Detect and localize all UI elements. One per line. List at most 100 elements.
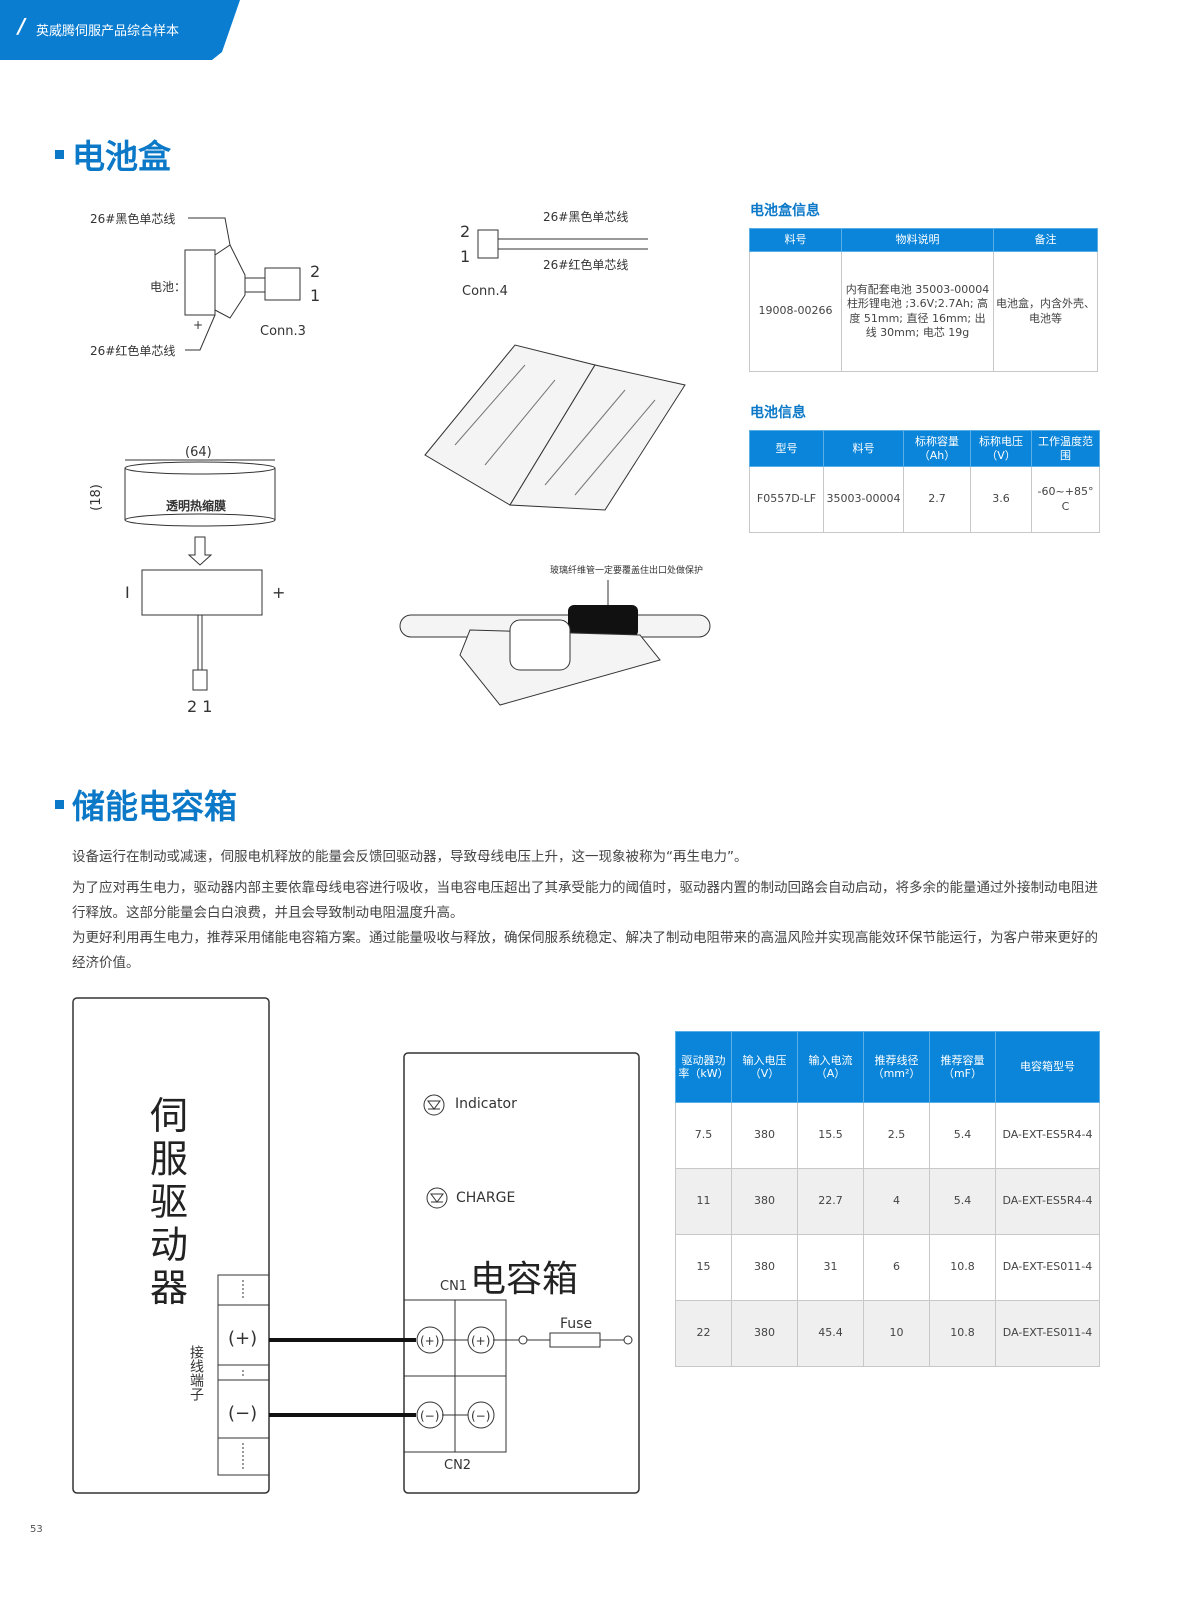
table-cell: 5.4 bbox=[929, 1102, 996, 1169]
section-title-text: 电池盒 bbox=[72, 137, 171, 176]
plus-label: + bbox=[193, 318, 204, 332]
header-title: 英威腾伺服产品综合样本 bbox=[36, 24, 180, 39]
paragraph: 为了应对再生电力，驱动器内部主要依靠母线电容进行吸收，当电容电压超出了其承受能力… bbox=[72, 880, 1098, 921]
col-header: 型号 bbox=[749, 430, 824, 467]
slash-icon: / bbox=[18, 14, 26, 38]
col-header: 料号 bbox=[823, 430, 904, 467]
col-header: 电容箱型号 bbox=[995, 1031, 1100, 1103]
dim-width-label: (64) bbox=[185, 445, 212, 460]
table-cell: 15.5 bbox=[797, 1102, 864, 1169]
col-header: 驱动器功率（kW） bbox=[675, 1031, 732, 1103]
shrink-film-diagram bbox=[124, 459, 276, 691]
pins-label: 2 1 bbox=[187, 697, 213, 716]
black-wire-label: 26#黑色单芯线 bbox=[90, 212, 176, 226]
col-header: 物料说明 bbox=[841, 228, 994, 252]
pin1-label: 1 bbox=[310, 286, 321, 305]
table-cell: 31 bbox=[797, 1234, 864, 1301]
conn4-label: Conn.4 bbox=[462, 284, 508, 299]
table-cell: DA-EXT-ES011-4 bbox=[995, 1300, 1100, 1367]
col-header: 料号 bbox=[749, 228, 842, 252]
box-info-title: 电池盒信息 bbox=[750, 203, 820, 219]
table-cell: -60~+85° C bbox=[1031, 466, 1100, 533]
shrink-film-label: 透明热缩膜 bbox=[166, 499, 227, 513]
section-title-battery-box: 电池盒 bbox=[55, 130, 171, 178]
cn2-minus-a: (−) bbox=[420, 1409, 440, 1423]
square-bullet-icon bbox=[55, 799, 64, 809]
table-cell: 15 bbox=[675, 1234, 732, 1301]
charge-label: CHARGE bbox=[456, 1190, 516, 1206]
servo-drive-label: 伺服驱动器 bbox=[150, 1094, 189, 1310]
minus-label: I bbox=[125, 583, 130, 602]
battery-label: 电池： bbox=[150, 280, 187, 294]
table-cell: 10.8 bbox=[929, 1234, 996, 1301]
fuse-label: Fuse bbox=[560, 1316, 593, 1332]
plus-terminal-label: + bbox=[272, 583, 286, 602]
col-header: 推荐容量（mF） bbox=[929, 1031, 996, 1103]
red-wire-label: 26#红色单芯线 bbox=[90, 344, 176, 358]
table-cell: 2.5 bbox=[863, 1102, 930, 1169]
table-cell: 380 bbox=[731, 1300, 798, 1367]
table-cell: 6 bbox=[863, 1234, 930, 1301]
indicator-label: Indicator bbox=[455, 1096, 517, 1112]
col-header: 推荐线径（mm²） bbox=[863, 1031, 930, 1103]
conn4-diagram bbox=[477, 229, 648, 259]
cn1-label: CN1 bbox=[440, 1279, 468, 1294]
table-cell: 19008-00266 bbox=[749, 251, 842, 372]
table-cell: 45.4 bbox=[797, 1300, 864, 1367]
pin2-label: 2 bbox=[310, 262, 321, 281]
table-cell: 11 bbox=[675, 1168, 732, 1235]
table-cell: 4 bbox=[863, 1168, 930, 1235]
table-cell: 380 bbox=[731, 1102, 798, 1169]
capacitor-box-label: 电容箱 bbox=[470, 1259, 579, 1300]
conn3-label: Conn.3 bbox=[260, 324, 306, 339]
cn2-minus-b: (−) bbox=[471, 1409, 491, 1423]
capacitor-spec-table: 驱动器功率（kW）输入电压（V）输入电流（A）推荐线径（mm²）推荐容量（mF）… bbox=[675, 1031, 1100, 1367]
table-cell: 内有配套电池 35003-00004 柱形锂电池 ;3.6V;2.7Ah; 高度… bbox=[841, 251, 994, 372]
col-header: 输入电流（A） bbox=[797, 1031, 864, 1103]
conn4-red-wire: 26#红色单芯线 bbox=[543, 258, 629, 272]
conn4-pin1: 1 bbox=[460, 247, 471, 266]
battery-info-title: 电池信息 bbox=[750, 405, 806, 421]
table-cell: 22 bbox=[675, 1300, 732, 1367]
table-cell: 35003-00004 bbox=[823, 466, 904, 533]
col-header: 标称容量（Ah） bbox=[903, 430, 971, 467]
col-header: 标称电压（V） bbox=[970, 430, 1032, 467]
drive-plus: (+) bbox=[228, 1328, 258, 1349]
col-header: 工作温度范围 bbox=[1031, 430, 1100, 467]
conn4-black-wire: 26#黑色单芯线 bbox=[543, 210, 629, 224]
table-cell: F0557D-LF bbox=[749, 466, 824, 533]
table-cell: 7.5 bbox=[675, 1102, 732, 1169]
terminal-label: 接线端子 bbox=[188, 1345, 204, 1401]
fiber-tube-note: 玻璃纤维管一定要覆盖住出口处做保护 bbox=[550, 566, 704, 576]
drive-minus: (−) bbox=[228, 1403, 258, 1424]
table-cell: 2.7 bbox=[903, 466, 971, 533]
table-cell: DA-EXT-ES5R4-4 bbox=[995, 1102, 1100, 1169]
battery-box-illustration bbox=[424, 344, 686, 511]
table-cell: 3.6 bbox=[970, 466, 1032, 533]
square-bullet-icon bbox=[55, 149, 64, 159]
table-cell: 5.4 bbox=[929, 1168, 996, 1235]
cn2-label: CN2 bbox=[444, 1458, 472, 1473]
table-cell: 22.7 bbox=[797, 1168, 864, 1235]
header-tab: / 英威腾伺服产品综合样本 bbox=[0, 0, 240, 60]
cn1-plus-a: (+) bbox=[420, 1334, 440, 1348]
col-header: 备注 bbox=[993, 228, 1098, 252]
table-cell: DA-EXT-ES011-4 bbox=[995, 1234, 1100, 1301]
table-cell: 380 bbox=[731, 1168, 798, 1235]
led-icon bbox=[423, 1094, 445, 1116]
table-cell: 电池盒，内含外壳、电池等 bbox=[993, 251, 1098, 372]
table-cell: 380 bbox=[731, 1234, 798, 1301]
cn1-plus-b: (+) bbox=[471, 1334, 491, 1348]
paragraph: 为更好利用再生电力，推荐采用储能电容箱方案。通过能量吸收与释放，确保伺服系统稳定… bbox=[72, 930, 1098, 971]
col-header: 输入电压（V） bbox=[731, 1031, 798, 1103]
table-cell: 10 bbox=[863, 1300, 930, 1367]
page-number: 53 bbox=[30, 1524, 43, 1535]
section-title-text: 储能电容箱 bbox=[72, 787, 237, 826]
conn4-pin2: 2 bbox=[460, 222, 471, 241]
